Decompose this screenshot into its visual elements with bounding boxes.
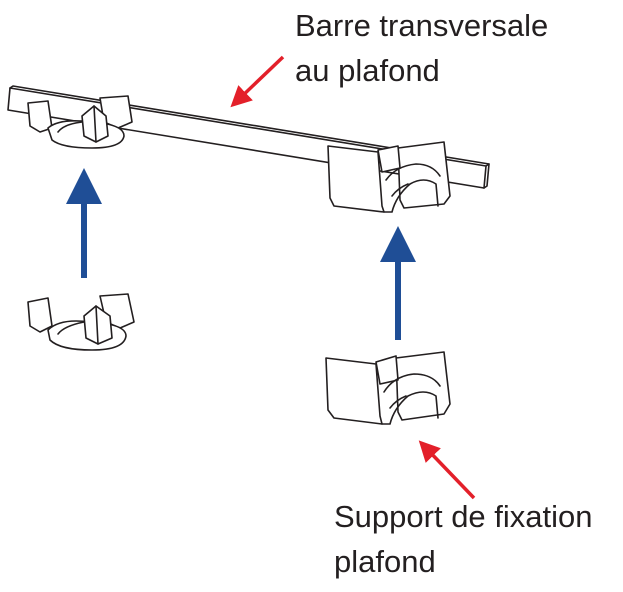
mounted-clip-left [27, 95, 133, 149]
crossbar-label-line-2: au plafond [295, 53, 440, 88]
loose-bracket [325, 351, 451, 425]
loose-clip [27, 293, 135, 351]
crossbar-label-line-1: Barre transversale [295, 8, 549, 43]
bracket-label-line-2: plafond [334, 544, 436, 579]
pointer-arrow-crossbar [230, 55, 285, 108]
mounted-bracket-right [327, 141, 451, 213]
pointer-arrow-bracket [418, 440, 476, 500]
bracket-label-line-1: Support de fixation [334, 499, 593, 534]
